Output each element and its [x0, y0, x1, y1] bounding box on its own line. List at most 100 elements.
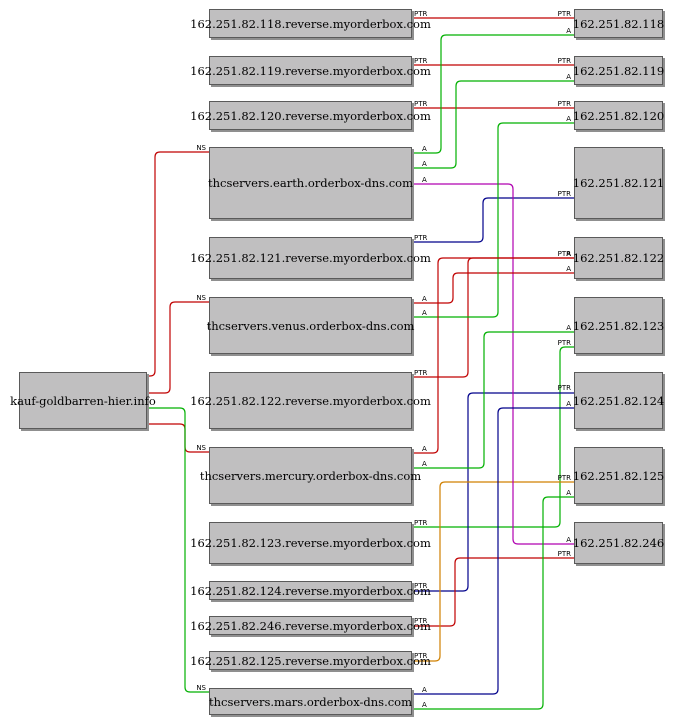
edge-line — [147, 151, 209, 377]
node-label: 162.251.82.121.reverse.myorderbox.com — [190, 251, 431, 265]
node-label: 162.251.82.120.reverse.myorderbox.com — [190, 108, 431, 123]
node-r122[interactable]: 162.251.82.122.reverse.myorderbox.com — [190, 372, 431, 429]
edge-label: A — [422, 460, 427, 468]
node-earth[interactable]: thcservers.earth.orderbox-dns.com — [208, 147, 413, 219]
edge-earth-ip119: AA — [412, 73, 574, 169]
edge-mercury-ip123: AA — [412, 324, 574, 469]
node-label: kauf-goldbarren-hier.info — [10, 393, 156, 408]
node-ip122[interactable]: 162.251.82.122 — [572, 237, 665, 279]
node-ip246[interactable]: 162.251.82.246 — [572, 522, 665, 564]
edge-label: PTR — [414, 369, 427, 377]
node-r118[interactable]: 162.251.82.118.reverse.myorderbox.com — [190, 9, 431, 38]
edge-label: A — [422, 686, 427, 694]
edge-mercury-ip122: AA — [412, 250, 574, 454]
edge-line — [412, 34, 574, 154]
node-label: 162.251.82.122 — [572, 251, 665, 265]
edge-domain-mercury: NS — [147, 423, 209, 453]
node-ip121[interactable]: 162.251.82.121 — [572, 147, 665, 219]
edge-label: A — [422, 145, 427, 153]
edge-domain-earth: NS — [147, 144, 209, 377]
edge-r246-ip246: PTR PTR — [412, 550, 574, 627]
node-label: 162.251.82.246 — [572, 536, 665, 550]
edge-label: PTR — [558, 100, 571, 108]
edge-r125-ip125: PTR PTR — [412, 474, 574, 662]
node-ip123[interactable]: 162.251.82.123 — [573, 297, 664, 354]
edge-line — [412, 183, 574, 545]
node-label: 162.251.82.121 — [572, 176, 665, 190]
edge-line — [412, 331, 574, 469]
edge-label: PTR — [558, 57, 571, 65]
node-ip118[interactable]: 162.251.82.118 — [572, 9, 665, 38]
edge-label: PTR — [414, 100, 427, 108]
node-label: 162.251.82.118 — [572, 16, 665, 31]
edge-label: A — [422, 176, 427, 184]
node-label: thcservers.mercury.orderbox-dns.com — [199, 468, 422, 483]
edge-label: A — [422, 309, 427, 317]
node-label: 162.251.82.119 — [572, 63, 665, 78]
edge-label: PTR — [414, 617, 427, 625]
edge-label: PTR — [414, 57, 427, 65]
edge-label: NS — [196, 684, 206, 692]
node-ip120[interactable]: 162.251.82.120 — [572, 101, 665, 130]
edge-r122-ip122: PTR PTR — [412, 250, 574, 378]
edge-label: A — [566, 73, 571, 81]
node-r123[interactable]: 162.251.82.123.reverse.myorderbox.com — [190, 522, 431, 564]
edge-line — [412, 407, 574, 695]
node-label: 162.251.82.125 — [572, 468, 665, 483]
edge-label: PTR — [558, 550, 571, 558]
edge-line — [412, 257, 574, 454]
edge-label: NS — [196, 294, 206, 302]
edge-r121-ip121: PTR PTR — [412, 190, 574, 243]
edge-venus-ip122: AA — [412, 265, 574, 304]
node-label: 162.251.82.246.reverse.myorderbox.com — [190, 618, 431, 633]
node-label: 162.251.82.124 — [572, 393, 665, 408]
node-r119[interactable]: 162.251.82.119.reverse.myorderbox.com — [190, 56, 431, 85]
edge-label: PTR — [414, 234, 427, 242]
edge-label: PTR — [558, 250, 571, 258]
edge-label: PTR — [558, 474, 571, 482]
edge-label: PTR — [558, 384, 571, 392]
edge-label: PTR — [558, 190, 571, 198]
edge-label: A — [422, 160, 427, 168]
node-r246[interactable]: 162.251.82.246.reverse.myorderbox.com — [190, 616, 431, 635]
node-r124[interactable]: 162.251.82.124.reverse.myorderbox.com — [190, 581, 431, 600]
node-label: 162.251.82.123.reverse.myorderbox.com — [190, 536, 431, 550]
node-label: 162.251.82.118.reverse.myorderbox.com — [190, 16, 431, 31]
node-domain[interactable]: kauf-goldbarren-hier.info — [10, 372, 156, 429]
edge-line — [412, 496, 574, 710]
node-label: thcservers.venus.orderbox-dns.com — [206, 318, 415, 333]
edge-label: NS — [196, 144, 206, 152]
edge-line — [147, 301, 209, 394]
node-r121[interactable]: 162.251.82.121.reverse.myorderbox.com — [190, 237, 431, 279]
node-mars[interactable]: thcservers.mars.orderbox-dns.com — [209, 688, 412, 715]
node-ip119[interactable]: 162.251.82.119 — [572, 56, 665, 85]
node-r120[interactable]: 162.251.82.120.reverse.myorderbox.com — [190, 101, 431, 130]
node-ip124[interactable]: 162.251.82.124 — [572, 372, 665, 429]
node-label: 162.251.82.120 — [572, 108, 665, 123]
node-venus[interactable]: thcservers.venus.orderbox-dns.com — [206, 297, 415, 354]
edge-earth-ip246: AA — [412, 176, 574, 545]
edge-label: A — [422, 445, 427, 453]
edge-line — [412, 481, 574, 662]
edge-label: A — [422, 295, 427, 303]
edge-line — [412, 80, 574, 169]
node-mercury[interactable]: thcservers.mercury.orderbox-dns.com — [200, 447, 421, 504]
edge-label: A — [566, 27, 571, 35]
node-ip125[interactable]: 162.251.82.125 — [572, 447, 665, 504]
edge-domain-mars: NS — [147, 407, 209, 693]
edge-line — [412, 392, 574, 592]
edge-label: A — [422, 701, 427, 709]
edge-line — [412, 272, 574, 304]
edge-label: A — [566, 265, 571, 273]
edge-r120-ip120: PTR PTR — [412, 100, 574, 109]
edge-r123-ip123: PTR PTR — [412, 339, 574, 528]
edge-label: NS — [196, 444, 206, 452]
edge-label: PTR — [558, 10, 571, 18]
edge-label: A — [566, 250, 571, 258]
edge-r124-ip124: PTR PTR — [412, 384, 574, 592]
node-r125[interactable]: 162.251.82.125.reverse.myorderbox.com — [190, 651, 431, 670]
edge-label: PTR — [558, 339, 571, 347]
